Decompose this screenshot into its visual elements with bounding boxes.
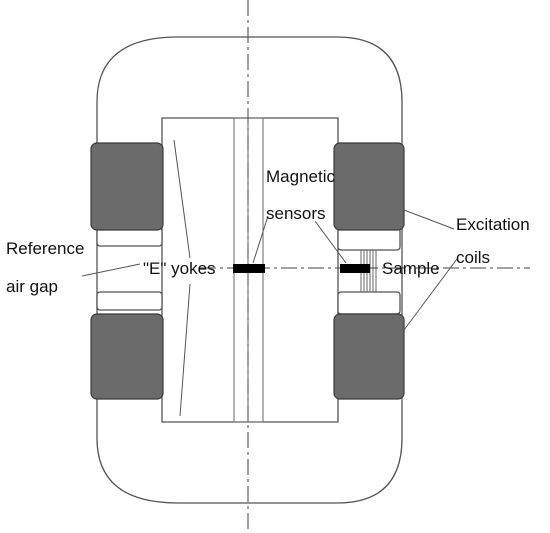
leader-e-yokes-lower — [179, 283, 191, 417]
leader-e-yokes-upper — [173, 139, 191, 259]
leader-magnetic-sensor-center — [252, 215, 269, 264]
leader-excitation-coil-lower — [403, 258, 458, 331]
label-sample: Sample — [382, 259, 440, 278]
label-excitation-line1: Excitation — [456, 215, 530, 234]
label-magnetic-line2: sensors — [266, 204, 326, 223]
leader-excitation-coil-upper — [403, 209, 455, 230]
label-excitation-line2: coils — [456, 248, 490, 267]
excitation-coil-top-left — [90, 142, 164, 231]
excitation-coil-bottom-left — [90, 313, 164, 400]
label-reference-line1: Reference — [6, 239, 84, 258]
leader-magnetic-sensor-right — [314, 220, 347, 264]
label-magnetic-line1: Magnetic — [266, 167, 335, 186]
leader-reference-air-gap — [81, 263, 141, 277]
left-pole-upper — [96, 227, 163, 247]
left-pole-lower — [96, 291, 163, 311]
excitation-coil-bottom-right — [333, 313, 405, 400]
magnetic-sensor-center — [233, 264, 265, 273]
label-e-yokes: "E" yokes — [143, 259, 216, 278]
label-reference-line2: air gap — [6, 277, 58, 296]
right-pole-upper — [337, 227, 401, 251]
excitation-coil-top-right — [333, 142, 405, 231]
magnetic-sensor-right — [340, 264, 370, 273]
right-pole-lower — [337, 291, 401, 315]
